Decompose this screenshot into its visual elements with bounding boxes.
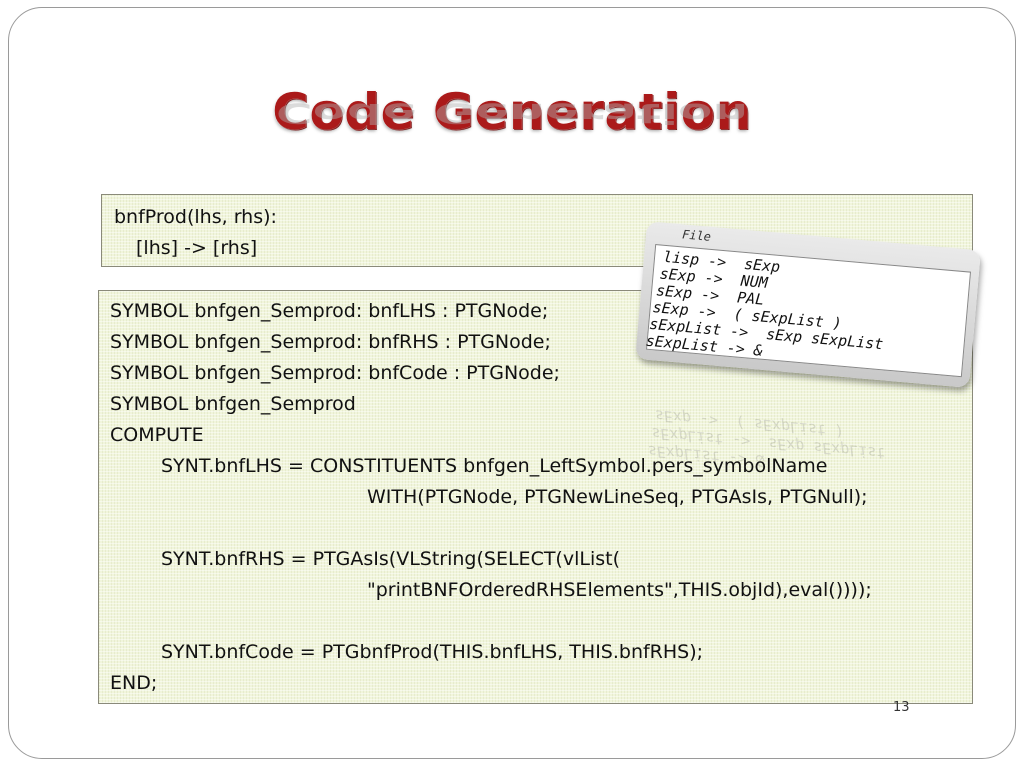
page-number: 13	[893, 700, 910, 715]
code-line: END;	[110, 672, 158, 694]
code-line: SYMBOL bnfgen_Semprod: bnfCode : PTGNode…	[110, 362, 560, 384]
code-line: SYNT.bnfRHS = PTGAsIs(VLString(SELECT(vl…	[161, 548, 620, 570]
code-blank-line	[110, 606, 972, 637]
grammar-picture: File lisp -> sExp sExp -> NUM sExp -> PA…	[634, 221, 991, 400]
code-line: WITH(PTGNode, PTGNewLineSeq, PTGAsIs, PT…	[367, 486, 868, 508]
slide-title: Code Generation	[272, 83, 752, 141]
signature-line: bnfProd(lhs, rhs):	[114, 206, 277, 228]
picture-menu-label: File	[681, 227, 712, 244]
code-line: SYNT.bnfCode = PTGbnfProd(THIS.bnfLHS, T…	[161, 641, 704, 663]
code-line: "printBNFOrderedRHSElements",THIS.objId)…	[367, 579, 872, 601]
signature-line: [lhs] -> [rhs]	[136, 237, 258, 259]
code-blank-line	[110, 513, 972, 544]
slide-title-reflection: Code Generation	[276, 97, 748, 130]
code-line: COMPUTE	[110, 424, 204, 446]
picture-screen: lisp -> sExp sExp -> NUM sExp -> PAL sEx…	[645, 244, 972, 378]
code-line: SYNT.bnfLHS = CONSTITUENTS bnfgen_LeftSy…	[161, 455, 828, 477]
code-line: SYMBOL bnfgen_Semprod: bnfLHS : PTGNode;	[110, 300, 549, 322]
picture-frame: File lisp -> sExp sExp -> NUM sExp -> PA…	[635, 221, 981, 388]
code-line: SYMBOL bnfgen_Semprod	[110, 393, 356, 415]
code-box: SYMBOL bnfgen_Semprod: bnfLHS : PTGNode;…	[98, 290, 973, 704]
title-area: Code Generation	[0, 82, 1024, 142]
code-line: SYMBOL bnfgen_Semprod: bnfRHS : PTGNode;	[110, 331, 551, 353]
